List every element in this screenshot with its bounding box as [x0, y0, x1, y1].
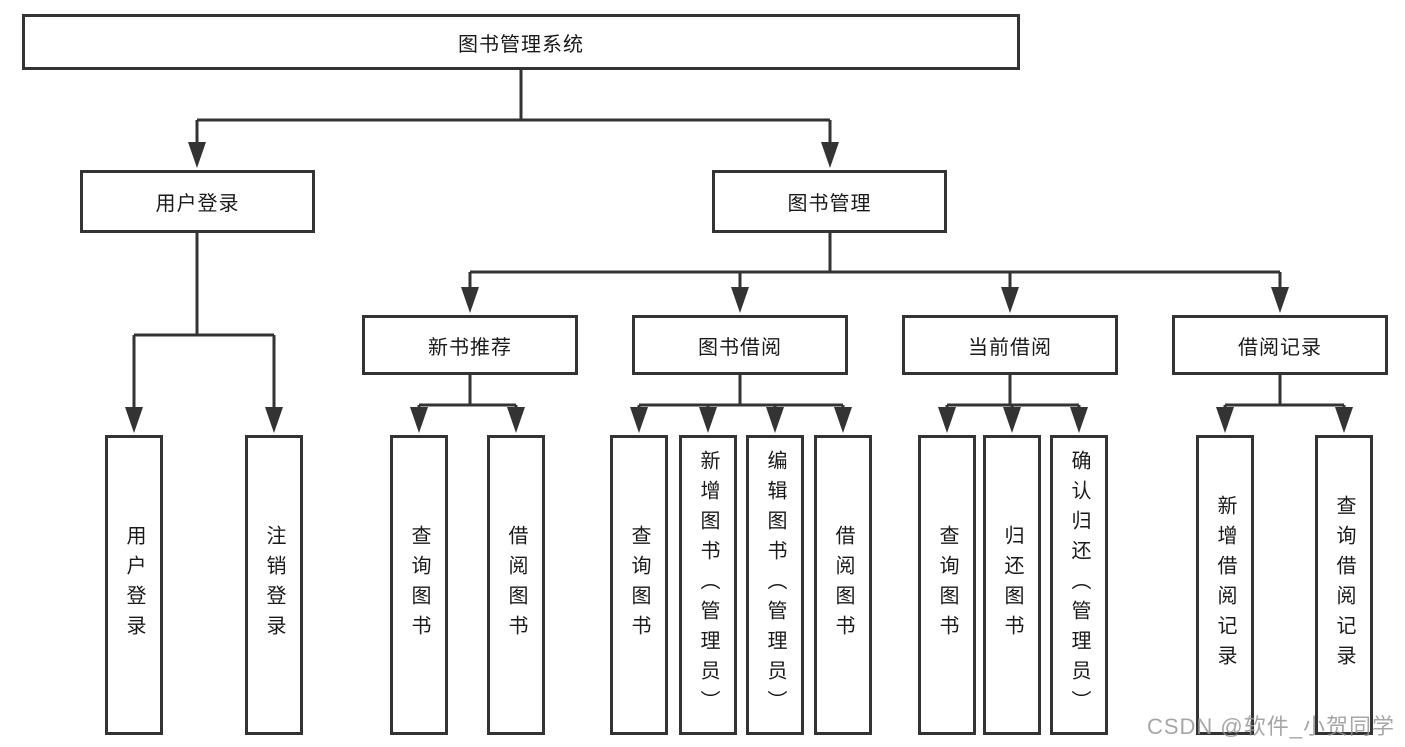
leaf-query-books: 查询图书	[610, 435, 668, 735]
leaf-user-login: 用户登录	[105, 435, 163, 735]
node-user-login-branch: 用户登录	[80, 170, 315, 233]
node-book-management: 图书管理	[712, 170, 947, 233]
leaf-edit-book-admin: 编辑图书（管理员）	[746, 435, 804, 735]
node-book-borrowing: 图书借阅	[632, 315, 848, 375]
leaf-add-book-admin: 新增图书（管理员）	[679, 435, 737, 735]
node-current-borrowing: 当前借阅	[902, 315, 1118, 375]
leaf-logout: 注销登录	[245, 435, 303, 735]
watermark: CSDN @软件_小贺同学	[1146, 714, 1395, 739]
leaf-borrow-books: 借阅图书	[814, 435, 872, 735]
leaf-borrow-books: 借阅图书	[487, 435, 545, 735]
leaf-confirm-return-admin: 确认归还（管理员）	[1050, 435, 1108, 735]
leaf-query-borrow-record: 查询借阅记录	[1315, 435, 1373, 735]
node-new-book-recommendation: 新书推荐	[362, 315, 578, 375]
leaf-return-books: 归还图书	[983, 435, 1041, 735]
leaf-query-books: 查询图书	[918, 435, 976, 735]
leaf-query-books: 查询图书	[390, 435, 448, 735]
node-library-management-system: 图书管理系统	[22, 14, 1020, 70]
node-borrowing-records: 借阅记录	[1172, 315, 1388, 375]
leaf-add-borrow-record: 新增借阅记录	[1196, 435, 1254, 735]
